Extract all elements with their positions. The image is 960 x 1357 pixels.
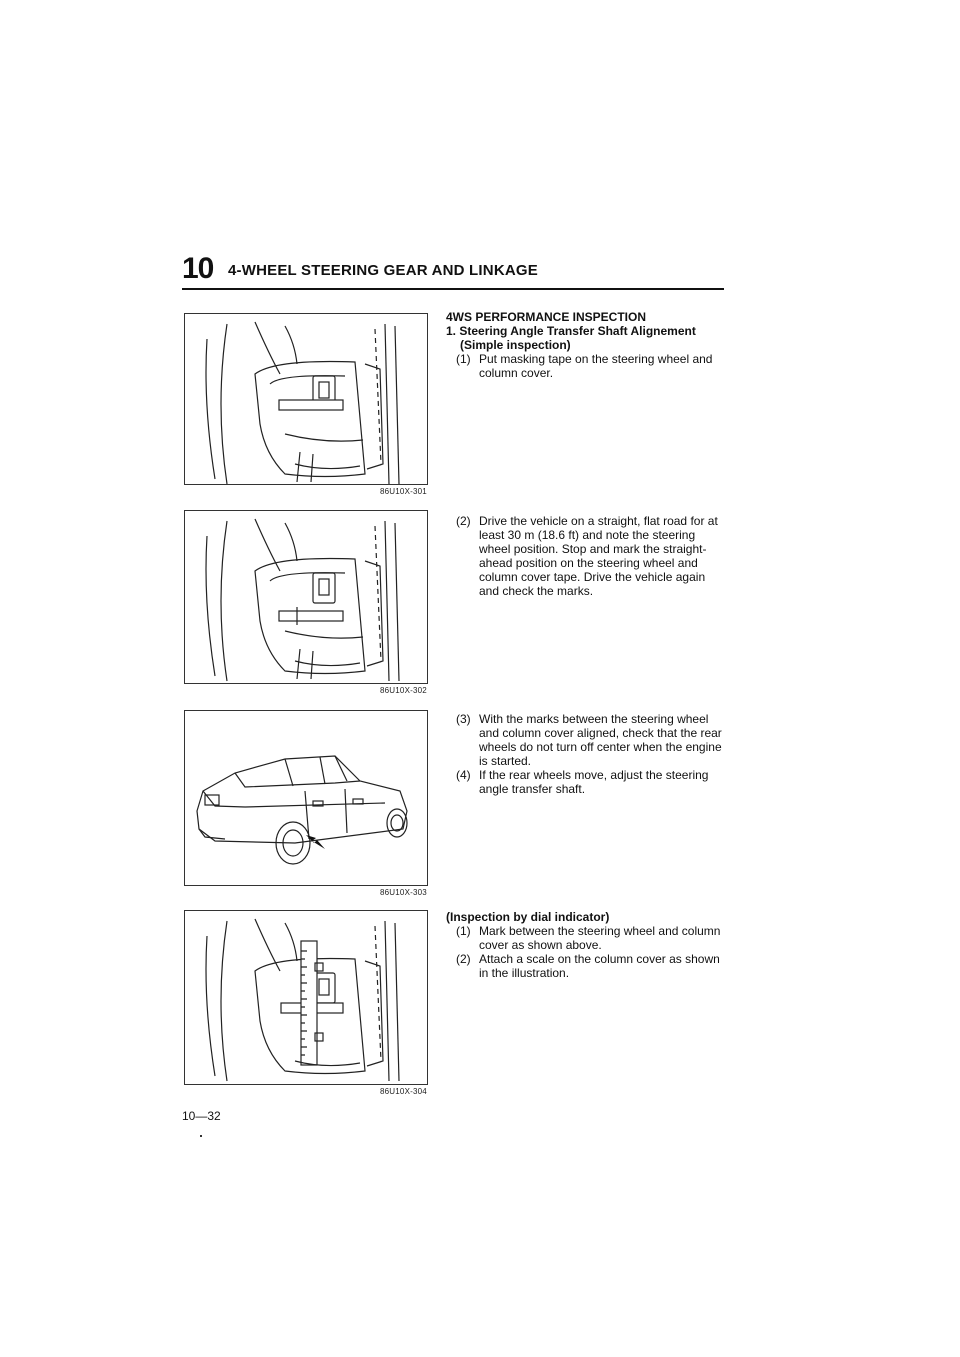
page-dot <box>200 1135 202 1137</box>
step-text: Drive the vehicle on a straight, flat ro… <box>479 514 718 598</box>
figure-id: 86U10X-302 <box>380 686 427 695</box>
section-title: 4-WHEEL STEERING GEAR AND LINKAGE <box>228 262 538 279</box>
simple-inspection-label: (Simple inspection) <box>460 338 571 352</box>
header-rule <box>182 288 724 290</box>
step-number: (4) <box>456 768 471 782</box>
dial-inspection-title: (Inspection by dial indicator) <box>446 910 610 924</box>
inspection-step-2: (2) Drive the vehicle on a straight, fla… <box>446 514 728 598</box>
figure-steering-column-scale <box>184 910 428 1085</box>
step-text: Put masking tape on the steering wheel a… <box>479 352 713 380</box>
dial-step-2: (2) Attach a scale on the column cover a… <box>446 952 728 980</box>
step-3: (3) With the marks between the steering … <box>446 712 728 768</box>
inspection-subtitle: 1. Steering Angle Transfer Shaft Alignem… <box>446 324 696 338</box>
figure-id: 86U10X-304 <box>380 1087 427 1096</box>
step-text: With the marks between the steering whee… <box>479 712 722 768</box>
step-2: (2) Drive the vehicle on a straight, fla… <box>446 514 728 598</box>
vehicle-illustration <box>196 755 408 865</box>
step-text: Attach a scale on the column cover as sh… <box>479 952 720 980</box>
step-text: Mark between the steering wheel and colu… <box>479 924 721 952</box>
step-number: (2) <box>456 514 471 528</box>
step-text: If the rear wheels move, adjust the stee… <box>479 768 709 796</box>
dial-inspection: (Inspection by dial indicator) (1) Mark … <box>446 910 728 980</box>
figure-steering-column-marks <box>184 510 428 684</box>
dial-step-1: (1) Mark between the steering wheel and … <box>446 924 728 952</box>
inspection-steps-3-4: (3) With the marks between the steering … <box>446 712 728 796</box>
section-number: 10 <box>182 252 214 285</box>
steering-column-illustration <box>205 518 400 682</box>
figure-id: 86U10X-303 <box>380 888 427 897</box>
figure-id: 86U10X-301 <box>380 487 427 496</box>
step-number: (3) <box>456 712 471 726</box>
steering-column-illustration <box>205 918 400 1082</box>
step-number: (1) <box>456 352 471 366</box>
page-number: 10—32 <box>182 1109 221 1123</box>
inspection-intro: 4WS PERFORMANCE INSPECTION 1. Steering A… <box>446 310 728 380</box>
section-header: 10 4-WHEEL STEERING GEAR AND LINKAGE <box>182 252 724 290</box>
figure-steering-column-tape <box>184 313 428 485</box>
steering-column-illustration <box>205 321 400 484</box>
figure-vehicle-rear-wheel <box>184 710 428 886</box>
step-1: (1) Put masking tape on the steering whe… <box>446 352 728 380</box>
step-4: (4) If the rear wheels move, adjust the … <box>446 768 728 796</box>
step-number: (1) <box>456 924 471 938</box>
step-number: (2) <box>456 952 471 966</box>
inspection-title: 4WS PERFORMANCE INSPECTION <box>446 310 647 324</box>
